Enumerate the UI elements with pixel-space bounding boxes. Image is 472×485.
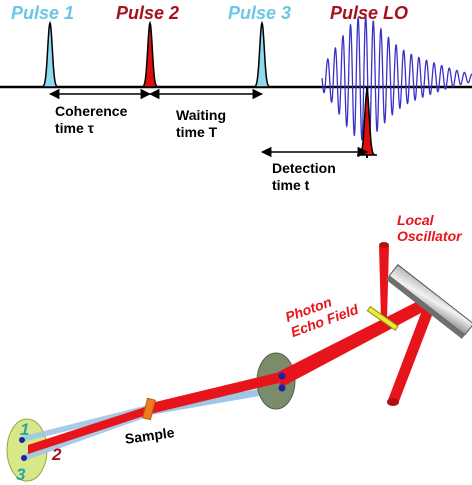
waiting-line-1: Waiting — [176, 107, 227, 123]
input-spot-1 — [19, 437, 25, 443]
pulse-3-shape — [252, 20, 272, 88]
pulse-lo-label: Pulse LO — [330, 3, 409, 23]
beam-2-in — [28, 406, 150, 454]
aperture-spot-2 — [278, 384, 286, 392]
reflected-beam-end — [387, 398, 399, 406]
beam-splitter — [366, 305, 399, 331]
detection-line-1: Detection — [272, 160, 336, 176]
diffraction-grating — [386, 264, 472, 339]
detection-line-2: time t — [272, 177, 310, 193]
local-oscillator-beam-end — [379, 242, 389, 248]
pulse-2-label: Pulse 2 — [116, 3, 180, 23]
coherence-line-1: Coherence — [55, 103, 128, 119]
waiting-line-2: time T — [176, 124, 218, 140]
coherence-line-2: time τ — [55, 120, 94, 136]
pulse-3-label: Pulse 3 — [228, 3, 292, 23]
photon-echo-beam — [147, 372, 280, 414]
sample-cell — [142, 397, 156, 421]
beam-number-3: 3 — [16, 465, 26, 484]
local-oscillator-label: Local Oscillator — [397, 212, 462, 244]
beam-number-1: 1 — [20, 420, 30, 439]
local-oscillator-line-1: Local — [397, 212, 434, 228]
lo-wave-packet — [321, 16, 472, 141]
photon-echo-beam-out — [278, 294, 438, 388]
local-oscillator-beam — [379, 246, 389, 320]
input-spot-3 — [21, 455, 27, 461]
pulse-2-shape — [140, 20, 160, 88]
beam-out-blue-b — [148, 385, 282, 415]
beam-number-2: 2 — [52, 445, 62, 464]
beam-1-in — [20, 405, 150, 442]
reflected-beam — [388, 300, 436, 404]
local-oscillator-line-2: Oscillator — [397, 228, 462, 244]
detection-time-label: Detection time t — [272, 160, 336, 194]
aperture-spot-1 — [278, 372, 286, 380]
coherence-time-label: Coherence time τ — [55, 103, 127, 137]
waiting-time-label: Waiting time T — [176, 107, 226, 141]
pulse-1-label: Pulse 1 — [11, 3, 75, 23]
pulse-1-shape — [40, 20, 60, 88]
